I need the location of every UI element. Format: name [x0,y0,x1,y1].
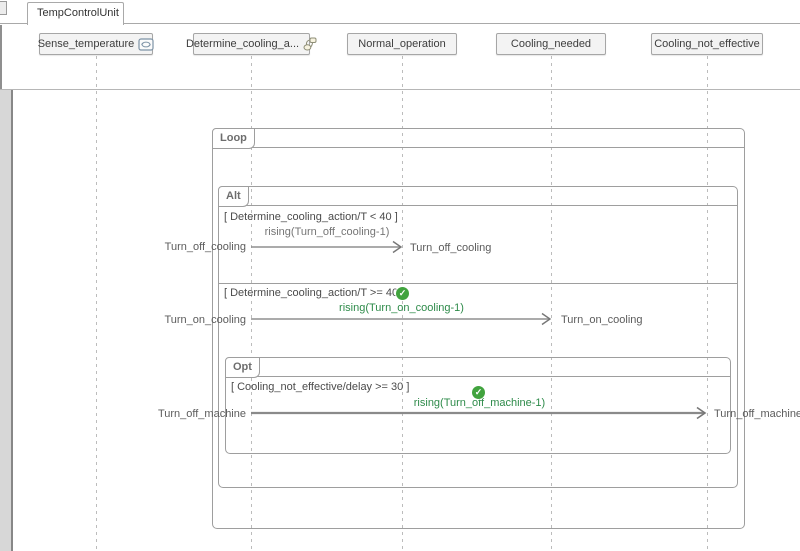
message-event-label[interactable]: rising(Turn_off_cooling-1) [264,226,390,238]
stateflow-chart-icon [303,37,317,51]
message-target-label: Turn_on_cooling [561,314,643,326]
lifeline-normal-operation [402,56,403,549]
lifeline-header-cooling-needed[interactable]: Cooling_needed [496,33,606,55]
opt-header-band [226,358,730,377]
alt-header-band [219,187,737,206]
message-event-label[interactable]: rising(Turn_on_cooling-1) [339,302,464,314]
opt-label[interactable]: Opt [225,357,260,378]
lifeline-label: Cooling_not_effective [654,38,760,50]
pass-check-icon: ✓ [396,287,409,300]
lifeline-label: Cooling_needed [510,38,592,50]
message-target-label: Turn_off_machine [714,408,800,420]
lifeline-header-cooling-not-effective[interactable]: Cooling_not_effective [651,33,763,55]
message-arrow-turn-off-cooling[interactable] [251,239,405,256]
loop-header-band [213,129,744,148]
lifeline-header-sense-temperature[interactable]: Sense_temperature [37,33,154,55]
alt-label[interactable]: Alt [218,186,249,207]
tab-bar [0,0,800,24]
pass-check-icon: ✓ [472,386,485,399]
fragment-loop[interactable]: Loop [212,128,745,529]
fragment-alt[interactable]: Alt [218,186,738,488]
alt-guard-1[interactable]: [ Determine_cooling_action/T < 40 ] [224,211,398,223]
message-source-label: Turn_off_machine [157,408,246,420]
opt-guard-1[interactable]: [ Cooling_not_effective/delay >= 30 ] [231,381,410,393]
alt-guard-2[interactable]: [ Determine_cooling_action/T >= 40 ] [224,287,405,299]
message-event-label[interactable]: rising(Turn_off_machine-1) [413,397,546,409]
lifeline-label: Sense_temperature [37,38,135,50]
lifeline-cooling-needed [551,56,552,549]
tab-tempcontrolunit[interactable]: TempControlUnit [27,2,124,25]
lifeline-label: Normal_operation [358,38,446,50]
message-target-label: Turn_off_cooling [410,242,492,254]
lifeline-sense-temperature [96,56,97,549]
subsystem-ref-icon [138,37,154,51]
message-source-label: Turn_on_cooling [164,314,246,326]
left-window-border [0,25,2,89]
alt-operand-separator [219,283,737,284]
loop-label[interactable]: Loop [212,128,255,149]
message-source-label: Turn_off_cooling [164,241,246,253]
lifeline-determine-cooling-action [251,56,252,549]
message-arrow-turn-on-cooling[interactable] [251,311,554,328]
panel-collapse-handle[interactable] [0,1,7,15]
tab-title: TempControlUnit [37,7,119,19]
fragment-opt[interactable]: Opt [225,357,731,454]
lifeline-header-determine-cooling-action[interactable]: Determine_cooling_a... [186,33,317,55]
left-collapsed-panel[interactable] [0,90,13,551]
header-canvas-separator [0,89,800,90]
message-arrow-turn-off-machine[interactable] [251,405,710,422]
lifeline-header-normal-operation[interactable]: Normal_operation [347,33,457,55]
lifeline-cooling-not-effective [707,56,708,549]
lifeline-label: Determine_cooling_a... [185,38,300,50]
